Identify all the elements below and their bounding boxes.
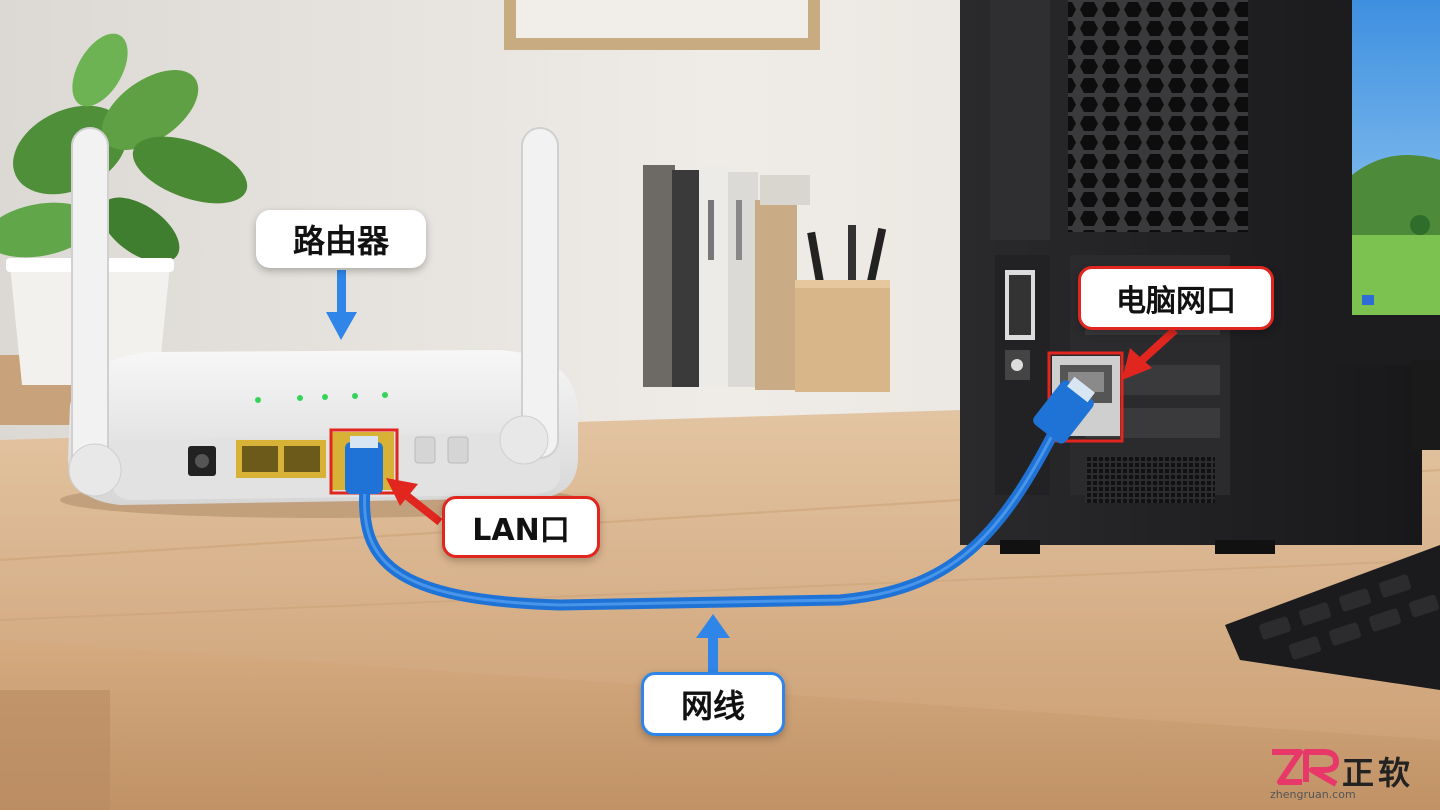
cable-arrow xyxy=(696,614,730,674)
pc-port-label: 电脑网口 xyxy=(1078,266,1274,330)
pc-port-arrow xyxy=(1122,327,1178,380)
router-plug xyxy=(345,442,383,494)
pc-plug xyxy=(1033,376,1095,444)
watermark-url: zhengruan.com xyxy=(1270,788,1356,801)
lan-arrow xyxy=(386,478,443,526)
router-label: 路由器 xyxy=(256,210,426,268)
watermark: 正软 zhengruan.com xyxy=(1266,746,1426,804)
watermark-brand: 正软 xyxy=(1342,754,1415,792)
books xyxy=(643,165,810,390)
router-arrow xyxy=(326,270,357,340)
lan-port-label: LAN口 xyxy=(442,496,600,558)
keyboard xyxy=(1225,545,1440,690)
monitor xyxy=(1326,0,1440,450)
router xyxy=(60,127,580,518)
pencil-holder xyxy=(795,225,890,392)
pc-port-highlight xyxy=(1047,351,1124,443)
cable-label: 网线 xyxy=(641,672,785,736)
zr-logo xyxy=(1272,749,1339,787)
